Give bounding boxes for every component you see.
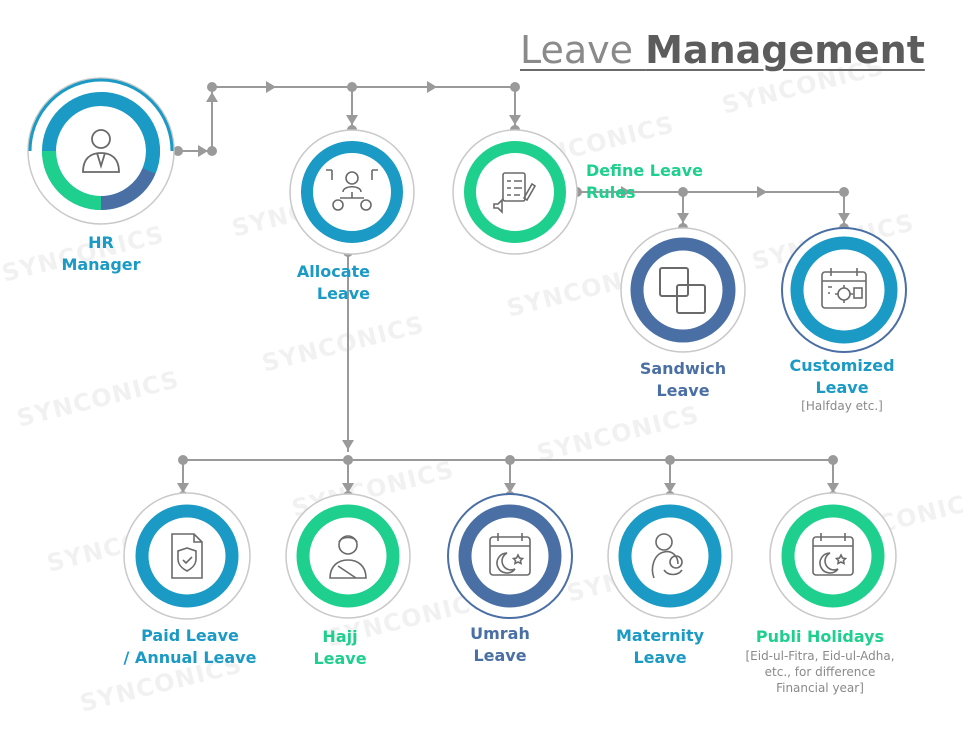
title-word-management: Management xyxy=(645,28,925,72)
allocate-leave-node xyxy=(289,129,415,255)
mother-child-icon xyxy=(651,533,683,579)
label-line: Leave xyxy=(316,284,370,303)
label-line: Allocate xyxy=(296,262,370,281)
label-line: Leave xyxy=(313,649,367,668)
public-holidays-note: [Eid-ul-Fitra, Eid-ul-Adha, etc., for di… xyxy=(730,648,910,696)
title-word-leave: Leave xyxy=(520,28,634,72)
note-line: [Eid-ul-Fitra, Eid-ul-Adha, xyxy=(745,649,895,663)
public-holidays-node xyxy=(769,492,897,620)
hr-manager-label: HR Manager xyxy=(40,232,162,276)
public-holidays-label: Publi Holidays xyxy=(755,627,885,646)
customized-leave-label: Customized Leave xyxy=(772,355,912,399)
sandwich-leave-node xyxy=(620,227,746,353)
hr-manager-node xyxy=(27,77,175,225)
umrah-leave-label: Umrah Leave xyxy=(440,623,560,667)
businessman-icon xyxy=(82,129,120,173)
paid-leave-label: Paid Leave / Annual Leave xyxy=(100,625,280,669)
label-line: Hajj xyxy=(322,627,358,646)
page-title: Leave Management xyxy=(520,28,925,72)
label-line: HR xyxy=(88,233,114,252)
define-leave-rules-node xyxy=(452,129,578,255)
label-line: Leave xyxy=(656,381,710,400)
paid-leave-node xyxy=(123,492,251,620)
define-leave-rules-label: Define Leave Rules xyxy=(586,161,703,202)
maternity-leave-label: Maternity Leave xyxy=(600,625,720,669)
pilgrim-icon xyxy=(329,535,367,579)
label-line: Leave xyxy=(815,378,869,397)
label-line: Customized xyxy=(789,356,895,375)
hajj-leave-label: Hajj Leave xyxy=(280,626,400,670)
rules-checklist-icon xyxy=(493,172,537,214)
customized-leave-note: [Halfday etc.] xyxy=(801,399,883,413)
shield-document-icon xyxy=(171,533,203,579)
crescent-calendar-icon xyxy=(812,533,854,576)
maternity-leave-node xyxy=(607,493,733,619)
label-line: Paid Leave xyxy=(141,626,239,645)
umrah-leave-node xyxy=(447,493,573,619)
note-line: Financial year] xyxy=(776,681,864,695)
label-line: Manager xyxy=(61,255,141,274)
crescent-calendar-icon xyxy=(489,533,531,576)
overlapping-squares-icon xyxy=(659,267,706,314)
note-line: etc., for difference xyxy=(764,665,876,679)
label-line: Leave xyxy=(633,648,687,667)
label-line: / Annual Leave xyxy=(123,648,257,667)
label-line: Sandwich xyxy=(639,359,727,378)
sandwich-leave-label: Sandwich Leave xyxy=(622,358,744,402)
customized-leave-node xyxy=(781,227,907,353)
label-line: Umrah xyxy=(470,624,530,643)
team-allocation-icon xyxy=(326,169,378,211)
label-line: Leave xyxy=(473,646,527,665)
label-line: Maternity xyxy=(615,626,705,645)
allocate-leave-label: Allocate Leave xyxy=(250,261,370,305)
hajj-leave-node xyxy=(285,493,411,619)
calendar-settings-icon xyxy=(821,268,867,309)
arrow-heads xyxy=(177,81,850,493)
